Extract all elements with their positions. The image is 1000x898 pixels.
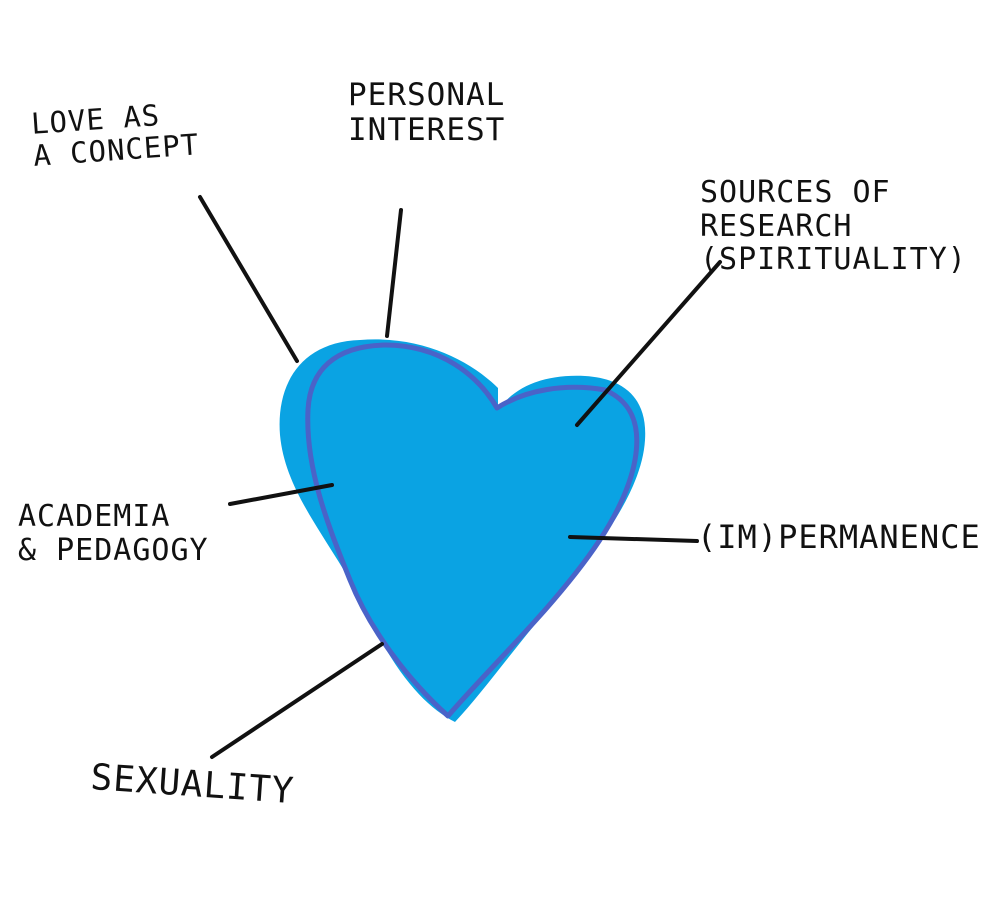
heart-outline <box>305 342 640 719</box>
connector-personal <box>385 208 403 338</box>
label-line: RESEARCH <box>700 208 853 244</box>
label-line: & PEDAGOGY <box>18 532 209 568</box>
connector-sexuality <box>210 642 384 759</box>
heart-fill-shape <box>279 339 646 722</box>
label-line: (IM)PERMANENCE <box>697 518 981 556</box>
connector-academia <box>228 483 334 506</box>
label-impermanence: (IM)PERMANENCE <box>697 518 981 556</box>
label-personal-interest: PERSONAL INTEREST <box>348 78 505 147</box>
label-line: (SPIRITUALITY) <box>700 242 967 278</box>
label-line: ACADEMIA <box>18 499 171 534</box>
label-line: PERSONAL <box>348 77 506 113</box>
connector-sources <box>575 260 722 427</box>
label-sources-of-research: SOURCES OF RESEARCH (SPIRITUALITY) <box>700 176 967 277</box>
label-love-as-a-concept: LOVE AS A CONCEPT <box>30 96 200 173</box>
label-line: SOURCES OF <box>700 175 891 210</box>
connector-impermanence <box>568 535 699 543</box>
label-line: INTEREST <box>348 111 506 148</box>
label-academia-pedagogy: ACADEMIA & PEDAGOGY <box>18 500 209 567</box>
connector-love <box>198 195 299 363</box>
